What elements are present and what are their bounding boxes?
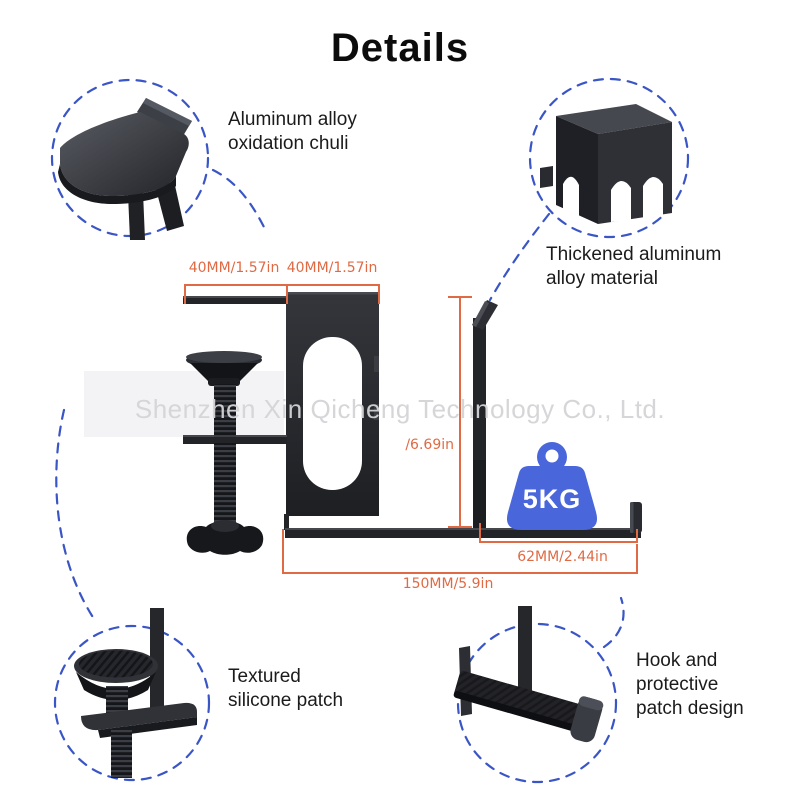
clamp-screw-lower <box>214 443 236 527</box>
callout-connector-top-left <box>211 168 268 233</box>
callout-circle-bottom-left <box>53 624 211 782</box>
callout-label-thickened-alloy: Thickened aluminum alloy material <box>546 244 722 289</box>
silicone-patch-illustration <box>74 608 197 778</box>
page-title: Details <box>330 26 470 70</box>
callout-connector-top-right <box>488 212 551 302</box>
callout-circle-top-right <box>528 77 690 239</box>
dimension-lines <box>184 284 638 574</box>
weight-icon <box>506 442 598 530</box>
alloy-block-illustration <box>540 104 672 224</box>
weight-badge-label: 5KG <box>522 484 582 514</box>
callout-label-hook-design: Hook and protective patch design <box>636 650 744 719</box>
clamp-lower-arm <box>183 435 287 444</box>
main-product-drawing <box>84 292 642 555</box>
bottom-bar <box>285 528 641 538</box>
hook-arm-angled-top <box>472 300 498 330</box>
shelf-detail-illustration <box>58 98 192 240</box>
callout-connector-bottom-left <box>55 408 98 624</box>
hook-patch-illustration <box>453 606 604 743</box>
clamp-knob <box>186 521 264 555</box>
watermark-text: Shenzhen Xin Qicheng Technology Co., Ltd… <box>134 394 666 424</box>
dim-label-total-length: 150MM/5.9in <box>402 576 494 592</box>
dim-label-top-left: 40MM/1.57in <box>188 260 280 276</box>
callout-connector-bottom-right <box>602 596 625 649</box>
dim-label-hook-depth: 62MM/2.44in <box>517 549 608 565</box>
clamp-top-arm <box>183 296 298 304</box>
callout-label-aluminum-alloy: Aluminum alloy oxidation chuli <box>228 109 357 154</box>
callout-circle-bottom-right <box>456 622 618 784</box>
plate-cutout <box>303 337 362 490</box>
dim-label-height: /6.69in <box>405 437 454 453</box>
clamp-screw-upper <box>214 384 236 437</box>
transparent-desk-panel <box>84 371 284 437</box>
callout-label-silicone-patch: Textured silicone patch <box>228 666 344 711</box>
dim-label-top-right: 40MM/1.57in <box>286 260 378 276</box>
